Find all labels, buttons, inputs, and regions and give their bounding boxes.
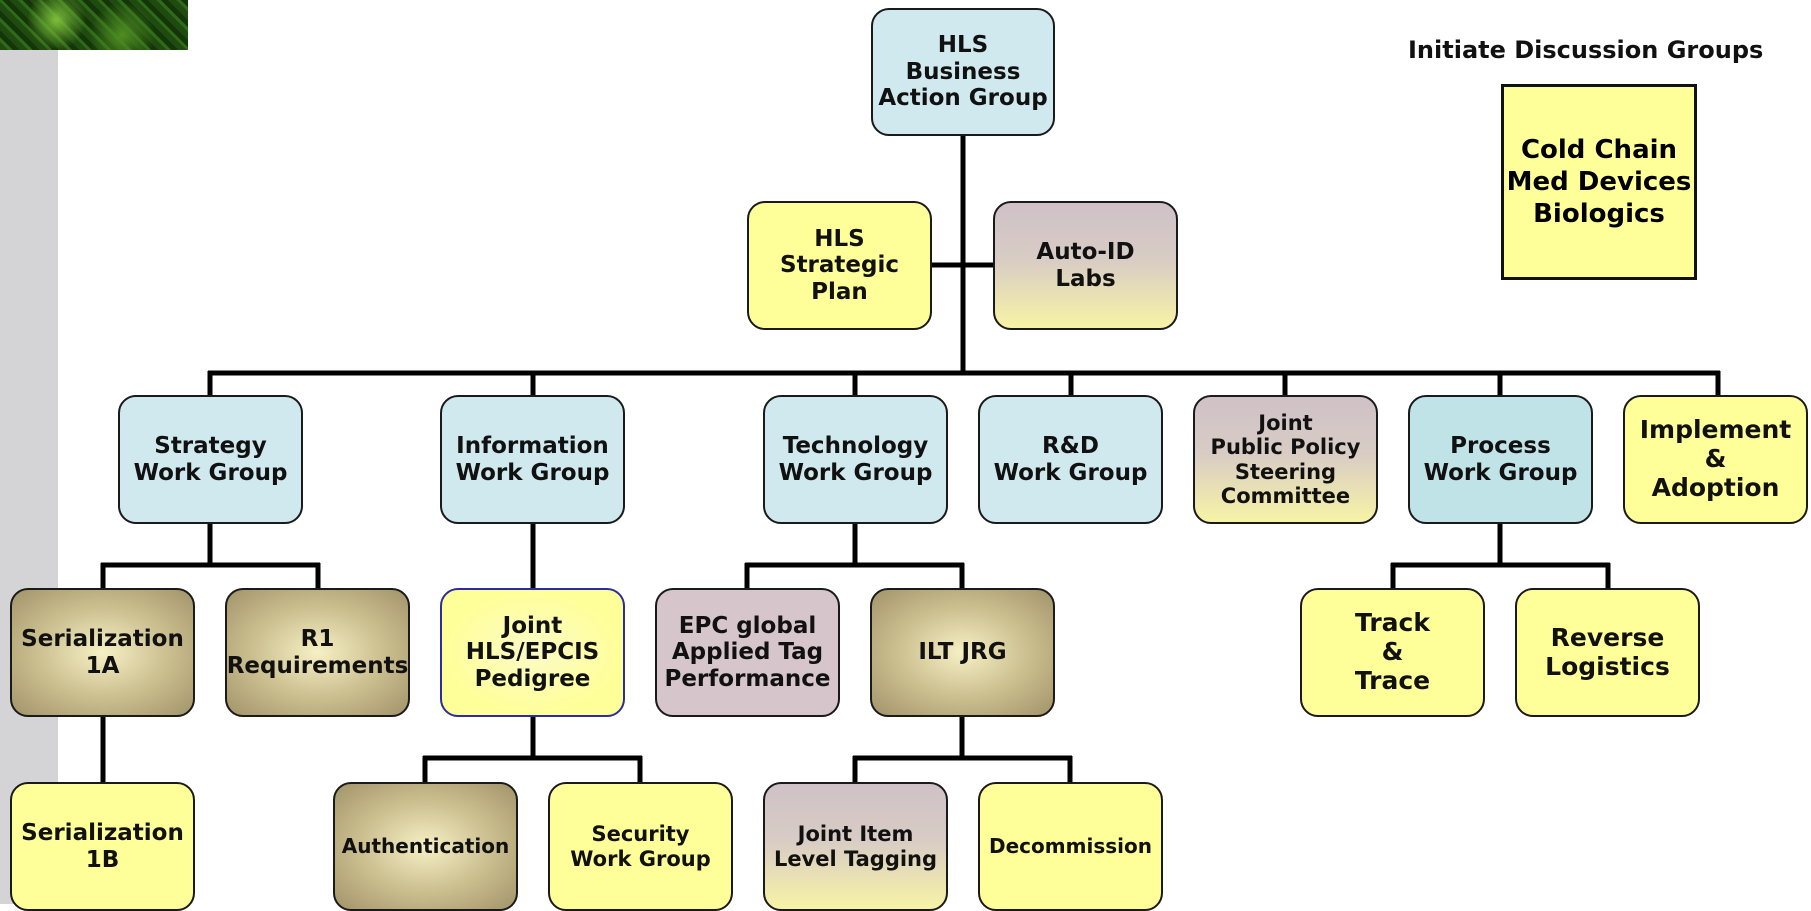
node-auto-id-labs: Auto-ID Labs [993, 201, 1178, 330]
discussion-groups-title: Initiate Discussion Groups [1408, 36, 1764, 64]
node-technology-work-group: Technology Work Group [763, 395, 948, 524]
node-decommission: Decommission [978, 782, 1163, 911]
circuit-board-image [0, 0, 188, 50]
node-joint-hls-epcis-pedigree: Joint HLS/EPCIS Pedigree [440, 588, 625, 717]
node-authentication: Authentication [333, 782, 518, 911]
node-information-work-group: Information Work Group [440, 395, 625, 524]
left-sidebar-strip [0, 50, 58, 904]
node-reverse-logistics: Reverse Logistics [1515, 588, 1700, 717]
node-implement-adoption: Implement & Adoption [1623, 395, 1808, 524]
node-joint-item-level-tagging: Joint Item Level Tagging [763, 782, 948, 911]
node-security-work-group: Security Work Group [548, 782, 733, 911]
node-serialization-1b: Serialization 1B [10, 782, 195, 911]
node-hls-strategic-plan: HLS Strategic Plan [747, 201, 932, 330]
node-rd-work-group: R&D Work Group [978, 395, 1163, 524]
node-serialization-1a: Serialization 1A [10, 588, 195, 717]
node-joint-public-policy-steering-committee: Joint Public Policy Steering Committee [1193, 395, 1378, 524]
node-track-and-trace: Track & Trace [1300, 588, 1485, 717]
node-process-work-group: Process Work Group [1408, 395, 1593, 524]
node-strategy-work-group: Strategy Work Group [118, 395, 303, 524]
node-epc-global-applied-tag-performance: EPC global Applied Tag Performance [655, 588, 840, 717]
discussion-groups-box: Cold Chain Med Devices Biologics [1501, 84, 1697, 280]
node-hls-business-action-group: HLS Business Action Group [871, 8, 1055, 136]
node-ilt-jrg: ILT JRG [870, 588, 1055, 717]
node-r1-requirements: R1 Requirements [225, 588, 410, 717]
